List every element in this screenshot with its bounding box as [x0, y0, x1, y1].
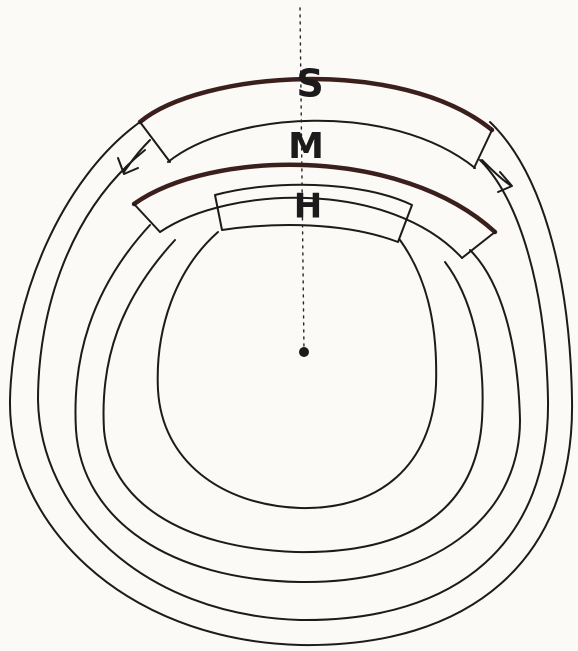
middle-ring — [75, 225, 520, 582]
inner-ring — [104, 240, 483, 552]
minutes-label: M — [288, 126, 324, 167]
hours-label: H — [294, 187, 322, 227]
seconds-band-left-cap — [140, 122, 170, 162]
seconds-label: S — [296, 62, 323, 106]
center-pivot — [299, 347, 309, 357]
face-ring — [158, 232, 436, 508]
center-axis — [300, 8, 304, 352]
minutes-band-right-cap — [462, 232, 495, 258]
outer-ring — [10, 122, 572, 645]
